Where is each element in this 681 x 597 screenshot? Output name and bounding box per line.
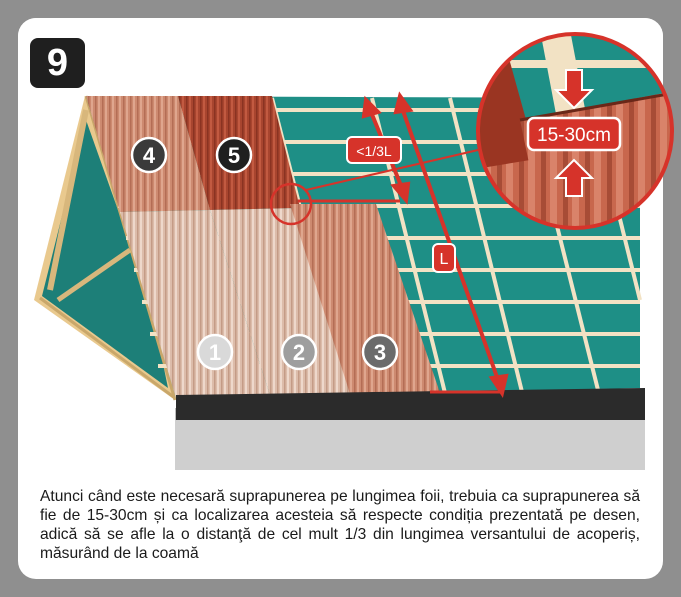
sheet-3 — [290, 204, 440, 394]
overlap-position-label: <1/3L — [356, 143, 392, 159]
dimension-arrows — [361, 91, 509, 398]
step-number-badge: 9 — [30, 38, 85, 88]
sheet-badge-2 — [280, 333, 318, 371]
overlap-range-box — [526, 116, 622, 152]
wall — [175, 408, 645, 470]
sheet-label-1: 1 — [209, 340, 221, 365]
overlap-position-box — [346, 136, 402, 164]
arrow-down-icon — [553, 69, 595, 110]
caption: Atunci când este necesară suprapunerea p… — [40, 487, 640, 563]
arrow-up-icon — [553, 158, 595, 197]
sheet-label-3: 3 — [374, 340, 386, 365]
sheet-label-5: 5 — [228, 143, 240, 168]
sheet-badge-3 — [361, 333, 399, 371]
eave-board — [176, 388, 645, 420]
slope-length-box — [432, 243, 456, 273]
overlap-range-label: 15-30cm — [537, 125, 611, 146]
sheet-badge-4 — [130, 136, 168, 174]
caption-text: Atunci când este necesară suprapunerea p… — [40, 488, 640, 562]
sheet-label-2: 2 — [293, 340, 305, 365]
sheet-badge-1 — [196, 333, 234, 371]
detail-circle — [269, 182, 313, 226]
sheet-label-4: 4 — [143, 143, 156, 168]
slope-length-label: L — [440, 251, 449, 268]
sheet-badge-5 — [215, 136, 253, 174]
